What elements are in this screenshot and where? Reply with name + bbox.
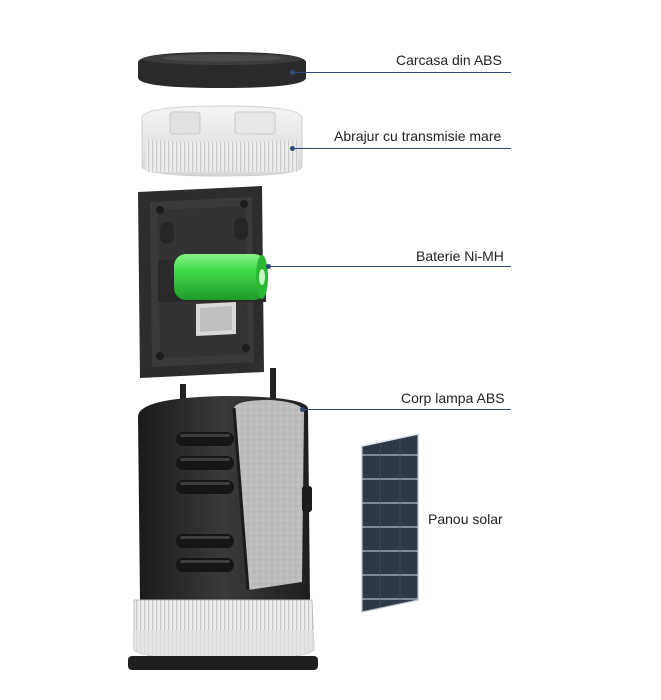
- leader-top-cover: [292, 72, 511, 73]
- label-solar-panel: Panou solar: [428, 511, 503, 527]
- leader-top-cover-dot: [290, 70, 295, 75]
- leader-battery: [268, 266, 511, 267]
- leader-battery-dot: [266, 264, 271, 269]
- leader-lampshade-dot: [290, 146, 295, 151]
- lamp-body-part: [128, 368, 318, 670]
- leader-lamp-body: [302, 409, 511, 410]
- battery-compartment-part: [138, 186, 268, 378]
- leader-lamp-body-dot: [300, 407, 305, 412]
- solar-panel-part: [361, 433, 419, 613]
- label-top-cover: Carcasa din ABS: [396, 52, 502, 68]
- battery-cell: [174, 254, 268, 300]
- leader-lampshade: [292, 148, 511, 149]
- label-battery: Baterie Ni-MH: [416, 248, 504, 264]
- top-cover-part: [138, 52, 306, 88]
- label-lamp-body: Corp lampa ABS: [401, 390, 505, 406]
- lampshade-part: [141, 105, 303, 177]
- label-lampshade: Abrajur cu transmisie mare: [334, 128, 502, 144]
